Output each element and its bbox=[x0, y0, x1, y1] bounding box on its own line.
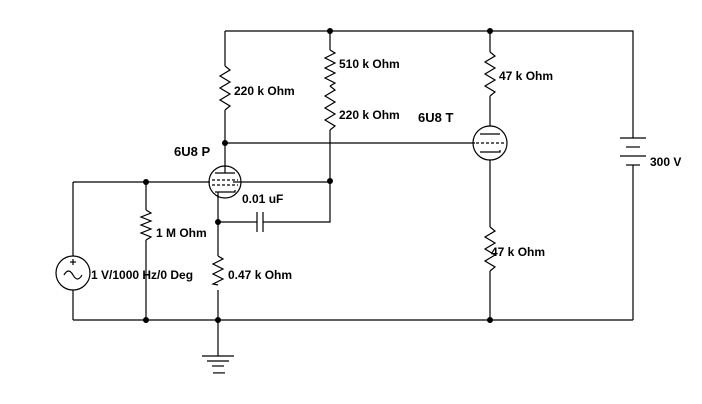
ac-voltage-source-icon bbox=[55, 255, 91, 291]
label-047k: 0.47 k Ohm bbox=[228, 268, 292, 282]
label-tube-upper: 6U8 T bbox=[418, 110, 453, 125]
capacitor-icon bbox=[250, 212, 268, 232]
vacuum-tube-lower-icon bbox=[208, 165, 242, 199]
label-47k-top: 47 k Ohm bbox=[499, 69, 553, 83]
label-1M: 1 M Ohm bbox=[156, 226, 207, 240]
ground-mark: — bbox=[213, 365, 225, 379]
label-220k-mid: 220 k Ohm bbox=[339, 108, 400, 122]
label-battery: 300 V bbox=[650, 155, 681, 169]
label-capacitor: 0.01 uF bbox=[242, 192, 283, 206]
label-510k: 510 k Ohm bbox=[339, 57, 400, 71]
resistor-icon bbox=[323, 49, 337, 87]
battery-icon bbox=[620, 137, 646, 172]
label-tube-lower: 6U8 P bbox=[174, 144, 210, 159]
component-labels: 220 k Ohm 510 k Ohm 220 k Ohm 47 k Ohm 1… bbox=[91, 57, 681, 282]
label-47k-bottom: 47 k Ohm bbox=[491, 245, 545, 259]
resistor-icon bbox=[211, 255, 225, 286]
junction-dots bbox=[143, 28, 493, 323]
label-220k-left: 220 k Ohm bbox=[234, 84, 295, 98]
resistor-icon bbox=[483, 226, 497, 272]
resistor-icon bbox=[139, 209, 153, 241]
resistor-icon bbox=[323, 85, 337, 131]
vacuum-tube-upper-icon bbox=[472, 125, 508, 161]
resistor-icon bbox=[483, 51, 497, 97]
ground-icon: — bbox=[202, 355, 234, 379]
resistor-icon bbox=[218, 65, 232, 111]
label-ac-source: 1 V/1000 Hz/0 Deg bbox=[91, 268, 193, 282]
